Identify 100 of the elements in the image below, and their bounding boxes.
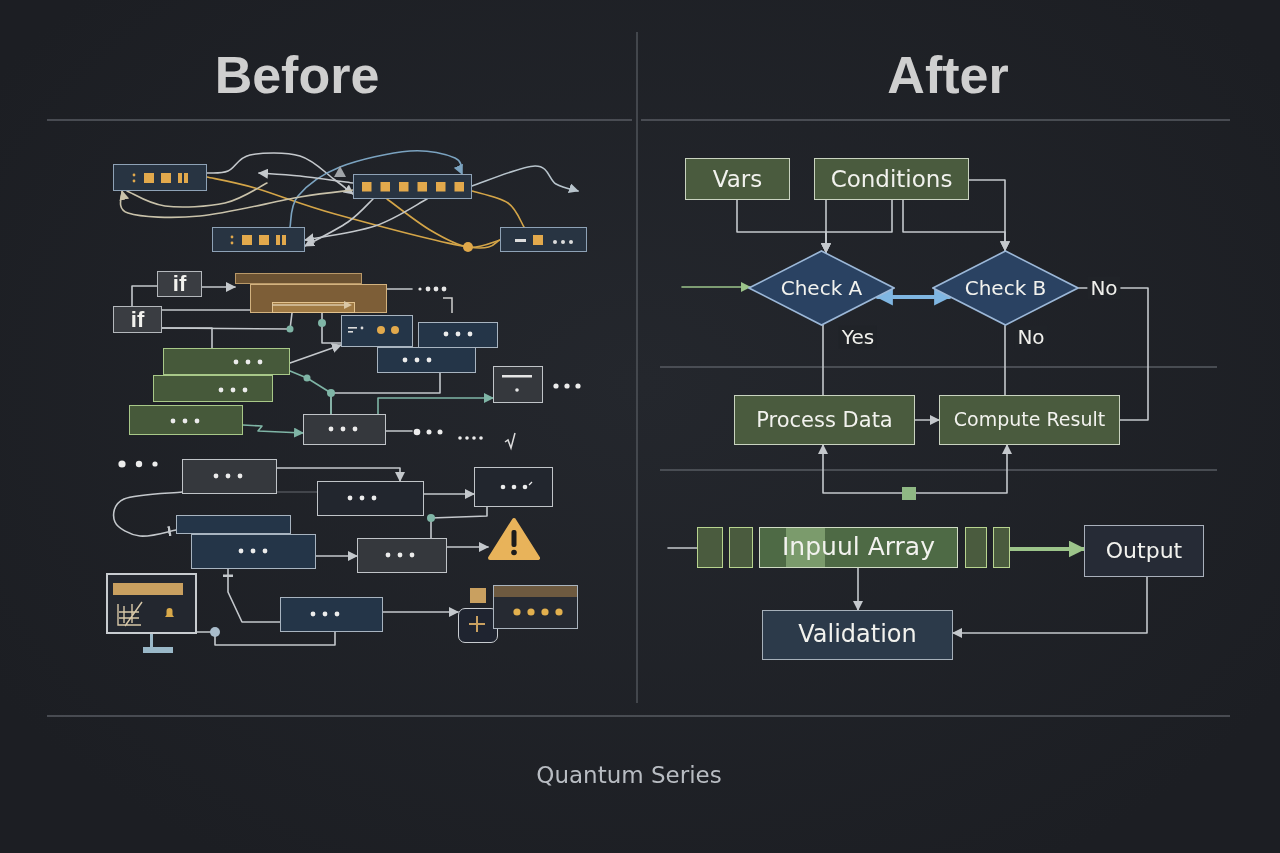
- code-block: [191, 534, 316, 569]
- arrow: [818, 444, 903, 494]
- code-block: [271, 301, 355, 313]
- connector-line: [667, 547, 698, 549]
- connector-line: [126, 182, 268, 208]
- node-text: Check B: [964, 276, 1047, 300]
- connector-line: [321, 312, 342, 344]
- plus-icon: [458, 608, 498, 643]
- double-arrow: [875, 288, 952, 306]
- arrow: [471, 165, 579, 194]
- arrow: [201, 282, 236, 292]
- arrow: [968, 179, 1010, 252]
- node-text: Vars: [712, 165, 763, 193]
- connector-line: [196, 631, 336, 646]
- code-block: [303, 414, 386, 445]
- code-block: [280, 597, 383, 632]
- process-box: [762, 610, 953, 660]
- connector-line: [276, 491, 318, 493]
- connector-line: [822, 324, 824, 396]
- node-text: Check A: [780, 276, 863, 300]
- connector-line: [161, 309, 251, 311]
- warning-icon: [488, 517, 540, 561]
- panel-heading: Before: [214, 45, 380, 105]
- node-text: Conditions: [830, 165, 953, 193]
- process-box: [759, 527, 958, 568]
- process-box: [939, 395, 1120, 445]
- arrow: [853, 567, 863, 611]
- node-text: if: [130, 306, 145, 333]
- arrow: [289, 343, 342, 364]
- connector-line: [206, 176, 501, 249]
- arrow: [242, 424, 304, 438]
- arrow: [446, 542, 489, 552]
- process-box: [685, 158, 790, 200]
- code-block: [129, 405, 243, 435]
- connector-line: [386, 198, 501, 249]
- code-block: [341, 315, 413, 347]
- code-block: [377, 347, 476, 373]
- panel-heading: After: [887, 45, 1009, 105]
- node-text: Process Data: [756, 407, 893, 433]
- code-block: [235, 273, 362, 284]
- arrow: [117, 189, 354, 219]
- decision-diamond: [748, 250, 895, 326]
- code-block: [153, 375, 273, 402]
- monitor-drawing: [106, 573, 197, 653]
- connector-line: [430, 506, 488, 539]
- decision-diamond: [932, 250, 1079, 326]
- arrow: [206, 152, 354, 195]
- code-block: [176, 515, 291, 534]
- arrow: [915, 444, 1012, 494]
- code-block: [182, 459, 277, 494]
- arrow: [289, 149, 465, 228]
- array-cell: [729, 527, 753, 568]
- connector-line: [112, 491, 183, 537]
- connector-line: [289, 370, 332, 415]
- code-block: [357, 538, 447, 573]
- node-text: Output: [1105, 538, 1183, 564]
- code-block: [157, 271, 202, 297]
- arrow: [681, 282, 751, 292]
- node-text: if: [172, 271, 187, 297]
- connector-line: [161, 327, 213, 349]
- array-cell: [965, 527, 987, 568]
- arrow: [315, 551, 358, 561]
- node-text: Inpuul Array: [782, 533, 935, 562]
- arrow: [382, 607, 459, 617]
- arrow: [914, 415, 940, 425]
- code-block: [212, 227, 305, 252]
- arrow: [258, 168, 354, 184]
- caption: Quantum Series: [536, 761, 722, 789]
- arrow: [423, 489, 475, 499]
- process-box: [814, 158, 969, 200]
- connector-line: [471, 190, 525, 228]
- code-block: [500, 227, 587, 252]
- arrow: [952, 576, 1148, 638]
- connector-line: [386, 288, 413, 290]
- code-block: [353, 174, 472, 199]
- array-cell: [993, 527, 1010, 568]
- connector-line: [385, 430, 413, 432]
- code-block: [163, 348, 290, 375]
- arrow: [377, 393, 494, 415]
- code-block: [113, 306, 162, 333]
- process-box: [734, 395, 915, 445]
- output-box: [1084, 525, 1204, 577]
- code-block: [113, 164, 207, 191]
- connector-line: [223, 568, 281, 623]
- code-block: [493, 366, 543, 403]
- arrow: [821, 199, 893, 254]
- arrow: [1008, 540, 1086, 558]
- node-text: Compute Result: [953, 409, 1106, 431]
- junction-square: [902, 487, 916, 500]
- node-text: Validation: [798, 621, 917, 649]
- arrow: [276, 467, 405, 482]
- arrow: [304, 198, 374, 247]
- array-cell: [697, 527, 723, 568]
- connector-line: [131, 285, 158, 307]
- arrow: [304, 198, 428, 244]
- code-block: [250, 284, 387, 313]
- code-block: [317, 481, 424, 516]
- card-panel: [493, 585, 578, 629]
- code-block: [474, 467, 553, 507]
- code-block: [418, 322, 498, 348]
